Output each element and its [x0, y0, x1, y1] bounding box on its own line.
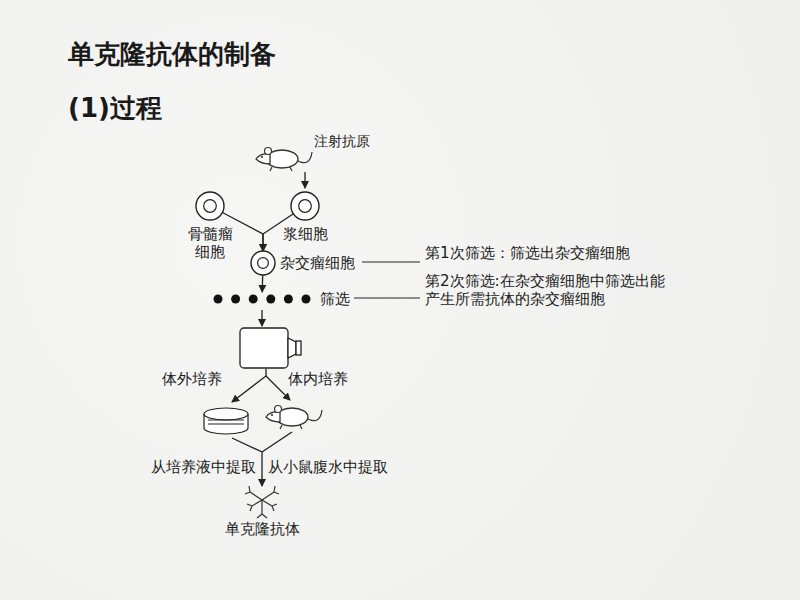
cell-circle — [250, 250, 276, 276]
cell-node: 浆细胞 — [283, 191, 328, 243]
mouse — [256, 148, 312, 172]
leader-line — [354, 297, 420, 298]
title: 单克隆抗体的制备 — [68, 38, 276, 71]
step-label: 注射抗原 — [314, 133, 370, 151]
arrow — [262, 432, 292, 452]
arrow — [261, 310, 262, 326]
cell-dots — [212, 292, 312, 306]
step-label: 从小鼠腹水中提取 — [268, 458, 388, 477]
arrow — [266, 376, 290, 400]
cell-label: 浆细胞 — [283, 225, 328, 243]
note: 第1次筛选：筛选出杂交瘤细胞 — [425, 244, 630, 263]
culture-bottle — [240, 328, 301, 368]
section-heading: (1)过程 — [68, 92, 162, 125]
screening-step: 筛选 — [212, 290, 350, 308]
arrow — [304, 172, 305, 188]
branch-label: 体外培养 — [162, 370, 222, 389]
branch-label: 体内培养 — [288, 370, 348, 389]
cell-label: 骨髓瘤细胞 — [188, 225, 233, 261]
antibody-icon — [245, 486, 279, 518]
product-label: 单克隆抗体 — [225, 520, 300, 539]
cell-circle — [290, 191, 320, 221]
cell-circle — [195, 191, 225, 221]
cell-label: 筛选 — [320, 290, 350, 308]
connector — [262, 275, 264, 292]
note: 第2次筛选:在杂交瘤细胞中筛选出能产生所需抗体的杂交瘤细胞 — [425, 272, 671, 308]
step-label: 从培养液中提取 — [151, 458, 256, 477]
culture-dish — [204, 408, 248, 434]
mouse — [266, 406, 322, 430]
arrow — [232, 369, 266, 402]
cell-label: 杂交瘤细胞 — [280, 254, 355, 272]
cell-node: 骨髓瘤细胞 — [188, 191, 233, 261]
cell-node: 杂交瘤细胞 — [250, 250, 355, 276]
leader-line — [362, 261, 420, 262]
